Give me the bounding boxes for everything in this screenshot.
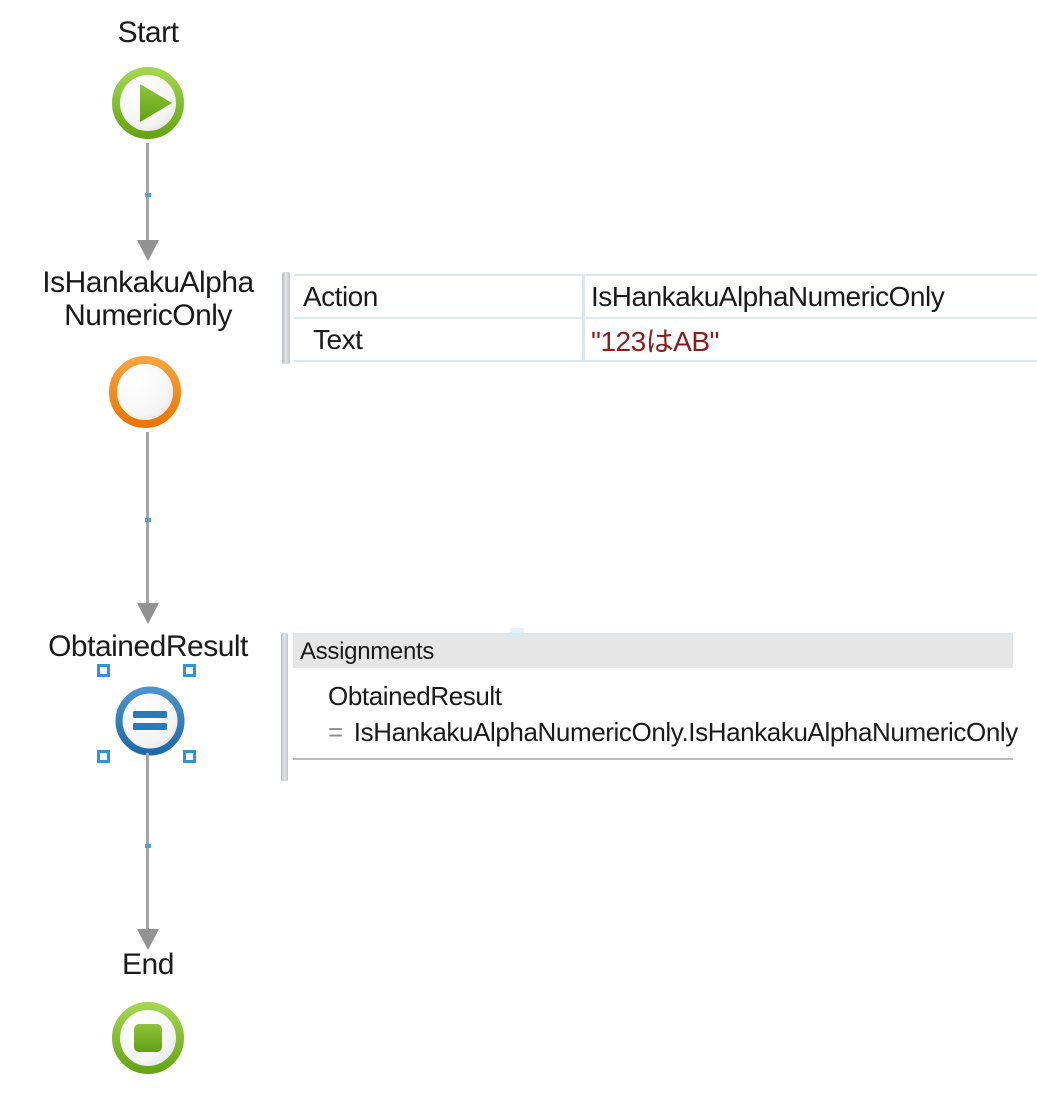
connector-assign-to-end[interactable] [146,753,149,930]
assignments-panel-scrollbar[interactable] [281,633,288,781]
selection-handle-bottom-left[interactable] [97,750,110,763]
start-node-label: Start [117,16,179,49]
assign-node-label: ObtainedResult [48,630,248,663]
stop-icon [112,1002,184,1074]
equals-icon [115,686,185,756]
property-value-text[interactable]: "123はAB" [591,325,719,357]
properties-table-clipped-row [294,268,1037,276]
activity-node-label: IsHankakuAlpha NumericOnly [18,266,278,332]
end-node[interactable] [108,998,188,1078]
assignments-title: Assignments [300,637,435,665]
assignments-panel: Assignments ObtainedResult = IsHankakuAl… [293,633,1018,760]
connector-start-to-activity[interactable] [146,143,149,241]
assignment-expression[interactable]: IsHankakuAlphaNumericOnly.IsHankakuAlpha… [353,717,1018,747]
start-node[interactable] [108,63,188,143]
property-name-text: Text [313,323,363,355]
activity-circle-icon [109,356,181,428]
property-value-action[interactable]: IsHankakuAlphaNumericOnly [591,280,945,312]
connector-midpoint-dot [145,193,151,197]
table-row-text: Text "123はAB" [294,319,1037,362]
arrowhead-icon [137,603,159,624]
selection-handle-top-right[interactable] [183,664,196,677]
properties-table: Action IsHankakuAlphaNumericOnly Text "1… [294,268,1037,362]
assignments-body: ObtainedResult = IsHankakuAlphaNumericOn… [293,668,1018,758]
assignments-header: Assignments [293,635,1013,668]
play-icon [112,67,184,139]
selection-handle-bottom-right[interactable] [183,750,196,763]
activity-node[interactable] [105,352,185,432]
activity-label-line2: NumericOnly [64,299,232,332]
assignment-expression-row: = IsHankakuAlphaNumericOnly.IsHankakuAlp… [328,717,1018,747]
property-name-action: Action [303,280,378,312]
assign-node[interactable] [110,681,190,761]
end-node-label: End [122,948,174,981]
table-row-action: Action IsHankakuAlphaNumericOnly [294,276,1037,319]
equals-operator: = [328,717,343,747]
properties-table-scrollbar[interactable] [282,272,290,364]
connector-midpoint-dot [145,518,151,522]
activity-label-line1: IsHankakuAlpha [42,266,254,299]
arrowhead-icon [137,240,159,261]
assignments-panel-top-tab [510,628,524,634]
property-name-cell: Text [294,319,585,360]
property-name-cell: Action [294,276,585,317]
assignment-target[interactable]: ObtainedResult [328,681,502,711]
arrowhead-icon [137,929,159,950]
connector-midpoint-dot [145,844,151,848]
selection-handle-top-left[interactable] [97,664,110,677]
connector-activity-to-assign[interactable] [146,432,149,603]
